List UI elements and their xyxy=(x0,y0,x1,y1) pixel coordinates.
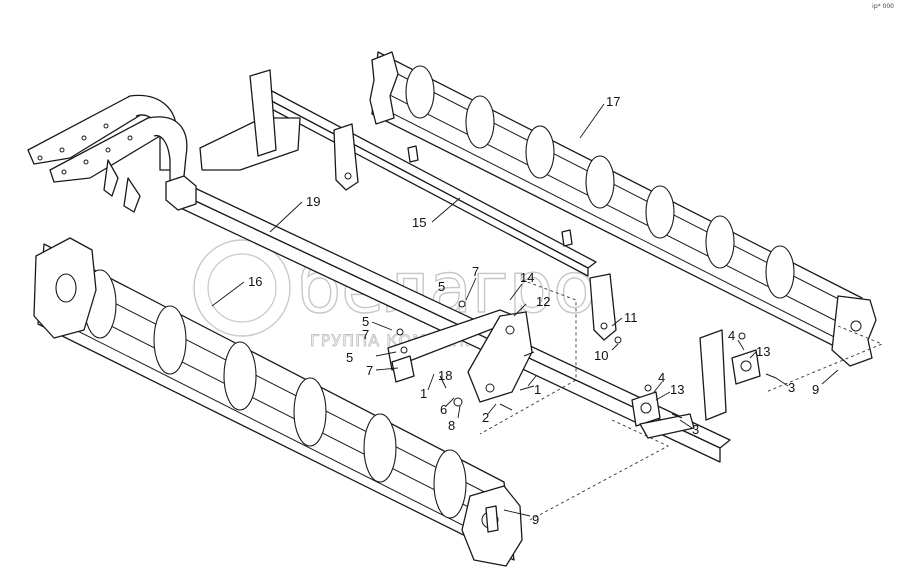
callout-15: 15 xyxy=(412,215,426,230)
callout-6: 6 xyxy=(440,402,447,417)
callout-7: 7 xyxy=(362,327,369,342)
callout-16: 16 xyxy=(248,274,262,289)
callouts: 17 15 19 16 7 14 5 12 5 7 5 7 18 1 1 6 2… xyxy=(248,94,819,527)
callout-13: 13 xyxy=(756,344,770,359)
callout-4: 4 xyxy=(728,328,735,343)
callout-2: 2 xyxy=(482,410,489,425)
assembly-lines xyxy=(479,279,884,521)
callout-3: 3 xyxy=(692,422,699,437)
roller-17 xyxy=(369,51,877,367)
callout-1: 1 xyxy=(420,386,427,401)
callout-9: 9 xyxy=(812,382,819,397)
frame xyxy=(165,69,731,463)
callout-5: 5 xyxy=(362,314,369,329)
callout-19: 19 xyxy=(306,194,320,209)
callout-14: 14 xyxy=(520,270,534,285)
hitch-plates xyxy=(27,94,188,213)
leader-lines xyxy=(211,103,839,517)
callout-13: 13 xyxy=(670,382,684,397)
roller-16 xyxy=(33,237,523,567)
callout-7: 7 xyxy=(472,264,479,279)
callout-5: 5 xyxy=(346,350,353,365)
callout-11: 11 xyxy=(624,310,638,325)
bearing-assemblies xyxy=(631,332,777,439)
callout-3: 3 xyxy=(788,380,795,395)
callout-4: 4 xyxy=(658,370,665,385)
hinge-assembly xyxy=(387,300,622,411)
callout-18: 18 xyxy=(438,368,452,383)
callout-12: 12 xyxy=(536,294,550,309)
callout-1: 1 xyxy=(534,382,541,397)
callout-9: 9 xyxy=(532,512,539,527)
corner-code: ip* 000 xyxy=(872,3,894,10)
callout-17: 17 xyxy=(606,94,620,109)
callout-5: 5 xyxy=(438,279,445,294)
callout-7: 7 xyxy=(366,363,373,378)
callout-8: 8 xyxy=(448,418,455,433)
callout-10: 10 xyxy=(594,348,608,363)
